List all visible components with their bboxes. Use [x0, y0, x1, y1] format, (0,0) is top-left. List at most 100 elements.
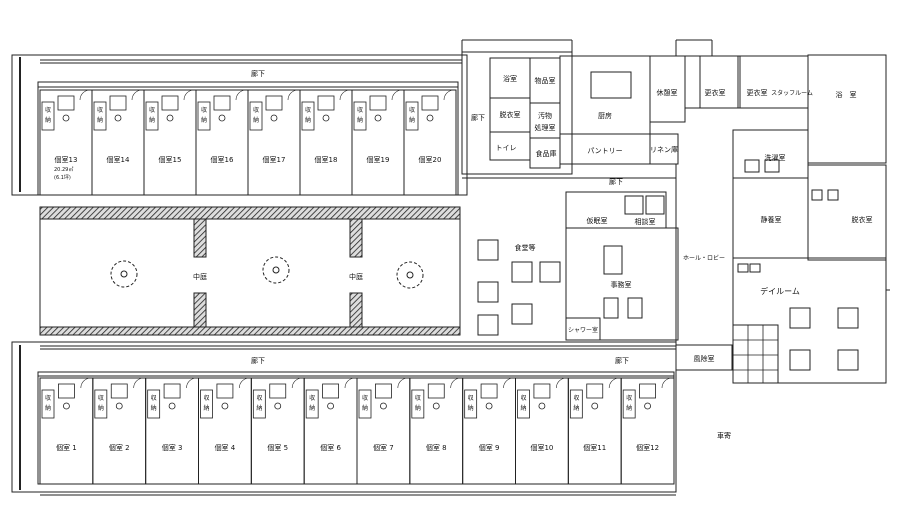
toilet-icon [485, 402, 493, 410]
door-swing [344, 377, 356, 389]
sink-icon [57, 95, 75, 111]
storage-label: 納 [151, 404, 157, 412]
storage-label: 収 [362, 395, 368, 402]
room-label-consult: 相談室 [635, 217, 656, 226]
sink-icon [161, 95, 179, 111]
room-area: 20.29㎡ [54, 166, 73, 173]
storage-label: 収 [409, 107, 415, 114]
sink-icon [639, 383, 656, 399]
storage-label: 納 [253, 116, 259, 124]
storage-label: 納 [626, 404, 632, 412]
storage-closet [197, 101, 211, 131]
storage-label: 収 [573, 395, 579, 402]
sink-icon [163, 383, 181, 399]
room-outline [515, 377, 569, 485]
room-label-quiet: 静養室 [761, 215, 782, 224]
toilet-icon [432, 402, 440, 410]
room-outline [462, 377, 516, 485]
room-label: 個室17 [263, 155, 286, 164]
room-label-carport: 車寄 [717, 431, 731, 440]
sink-icon [427, 383, 445, 399]
room-label: 個室 1 [56, 443, 77, 452]
door-swing [339, 89, 351, 101]
sink-icon [213, 95, 231, 111]
sink-icon [421, 95, 439, 111]
door-swing [239, 377, 250, 389]
room-label: 個室 8 [426, 443, 447, 452]
storage-label: 納 [305, 116, 311, 124]
room-label: 個室 9 [479, 443, 500, 452]
room-outline [303, 377, 358, 485]
storage-closet [464, 389, 478, 419]
storage-closet [93, 101, 107, 131]
room-label-office: 事務室 [611, 280, 632, 289]
sink-icon [533, 383, 551, 399]
room-label-dining: 食堂等 [515, 243, 536, 252]
room-outline [143, 89, 197, 196]
room-label: 個室 4 [215, 443, 236, 452]
corridor-label-north: 廊下 [251, 69, 265, 78]
room-label-staff: スタッフルーム [771, 89, 813, 97]
room-label-nap: 仮眠室 [587, 216, 608, 225]
room-outline [403, 89, 457, 196]
door-swing [186, 377, 197, 389]
room-label-sewage: 汚物 [538, 111, 552, 120]
storage-label: 納 [520, 404, 526, 412]
storage-closet [249, 101, 263, 131]
room-label: 個室 5 [267, 443, 288, 452]
toilet-icon [327, 402, 334, 410]
room-label-bath-large: 浴 室 [836, 90, 857, 99]
corridor-label-center: 廊下 [471, 113, 485, 122]
door-swing [661, 377, 673, 389]
door-swing [79, 89, 91, 101]
sink-icon [586, 383, 604, 399]
toilet-icon [270, 114, 278, 122]
toilet-icon [374, 114, 382, 122]
room-label: 個室 7 [373, 443, 394, 452]
storage-label: 納 [415, 404, 421, 412]
room-label-hall-lobby: ホール・ロビー [683, 254, 725, 262]
room-label: 個室20 [419, 155, 442, 164]
sink-icon [375, 383, 392, 399]
storage-label: 収 [520, 395, 526, 402]
storage-closet [411, 389, 425, 419]
storage-label: 納 [201, 116, 207, 124]
storage-closet [305, 389, 319, 419]
room-label: 個室15 [159, 155, 182, 164]
room-label-kitchen: 厨房 [598, 111, 612, 120]
room-label: 個室 3 [162, 443, 183, 452]
room-area: (6.1坪) [54, 174, 71, 181]
storage-label: 収 [309, 395, 315, 402]
toilet-icon [114, 114, 122, 122]
storage-label: 収 [415, 395, 421, 402]
corridor-label-east: 廊下 [609, 177, 623, 186]
tree-icon [110, 256, 424, 289]
storage-closet [145, 101, 159, 131]
storage-label: 納 [573, 404, 579, 412]
door-swing [133, 377, 144, 389]
storage-closet [147, 389, 161, 419]
storage-closet [358, 389, 372, 419]
room-label-locker-b: 更衣室 [747, 88, 768, 97]
storage-closet [41, 101, 55, 131]
toilet-icon [591, 402, 599, 410]
storage-label: 収 [626, 395, 632, 402]
room-outline [356, 377, 411, 485]
room-outline [91, 89, 145, 196]
toilet-icon [274, 402, 282, 410]
storage-label: 収 [203, 395, 209, 402]
room-outline [198, 377, 252, 485]
room-label: 個室13 [55, 155, 78, 164]
